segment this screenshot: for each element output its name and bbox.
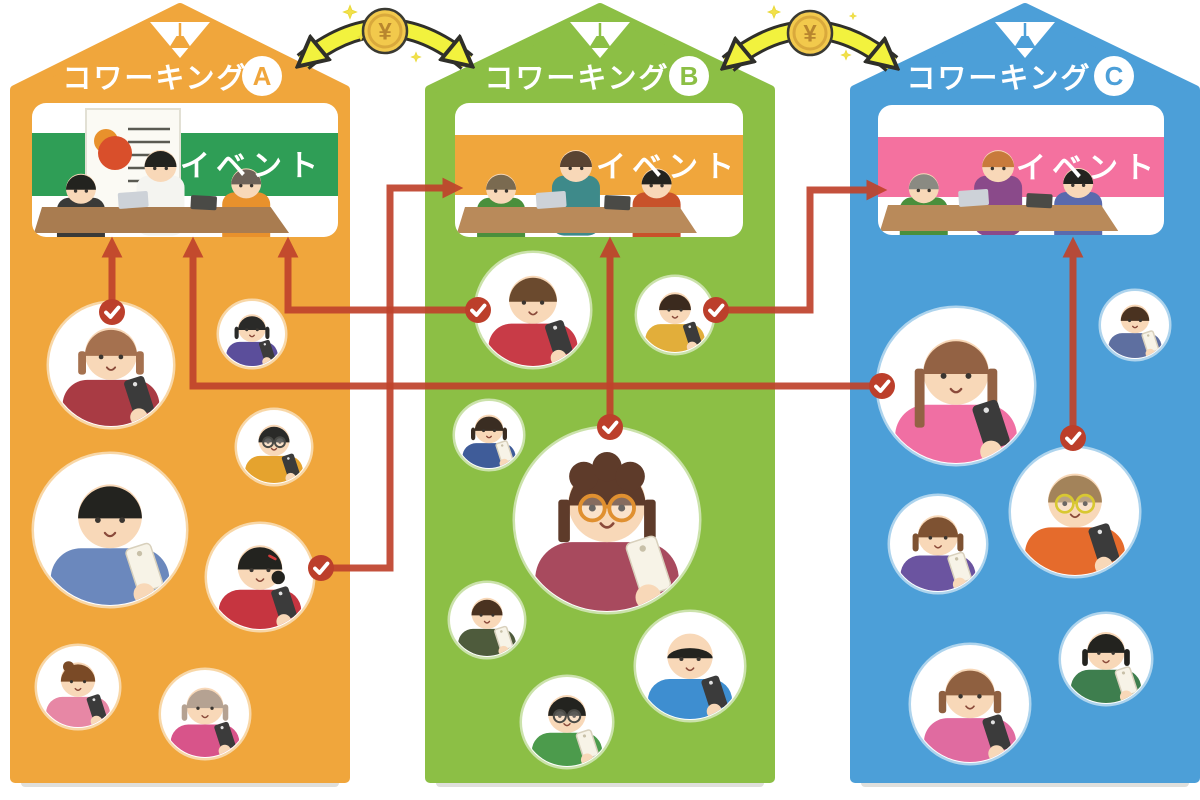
building-letter: C [1105, 61, 1124, 91]
sparkle-icon [410, 51, 422, 63]
member-a6 [34, 643, 122, 731]
registration-arrows [101, 177, 1084, 572]
member-a5 [204, 521, 316, 633]
check-icon [470, 303, 487, 317]
meeting-table [880, 205, 1119, 231]
member-a1 [46, 300, 176, 430]
money-transfer-a-b: ¥ [303, 4, 467, 70]
member-b1 [473, 250, 593, 370]
smartphone-icon [258, 339, 275, 362]
smartphone-icon [972, 399, 1010, 451]
smartphone-icon [494, 625, 514, 652]
yen-symbol: ¥ [803, 21, 817, 48]
roof-lamp-icon [150, 22, 210, 58]
yen-coin-icon: ¥ [786, 9, 834, 57]
tablet-icon [190, 195, 217, 211]
building-b: コワーキング B イベント [425, 3, 775, 787]
tablet-icon [1026, 193, 1053, 209]
member-b4 [512, 425, 702, 615]
building-letter: B [680, 61, 699, 91]
smartphone-icon [701, 675, 728, 711]
check-icon [708, 303, 725, 317]
check-badge [465, 297, 491, 323]
check-badge [869, 373, 895, 399]
roof-lamp-icon [570, 22, 630, 58]
building-title: コワーキング [906, 62, 1091, 95]
event-label: イベント [180, 150, 324, 183]
sparkle-icon [342, 4, 358, 20]
member-b6 [519, 674, 615, 770]
event-scene-illustration [457, 149, 697, 237]
member-c2 [1098, 288, 1172, 362]
check-icon [602, 420, 619, 434]
building-letter: A [253, 61, 272, 91]
laptop-icon [958, 189, 989, 207]
member-c6 [1058, 611, 1154, 707]
smartphone-icon [982, 714, 1011, 753]
glasses-icon [1054, 493, 1096, 514]
check-icon [313, 561, 330, 575]
glasses-icon [262, 436, 286, 449]
building-letter-badge [1094, 56, 1134, 96]
laptop-icon [117, 191, 149, 209]
meeting-table [457, 207, 697, 233]
member-b3 [452, 398, 526, 472]
conn-c1-event-a [182, 236, 870, 390]
smartphone-icon [271, 586, 297, 621]
event-label: イベント [596, 151, 740, 184]
event-scene-illustration [34, 108, 290, 237]
check-badge [1060, 425, 1086, 451]
building-letter-badge [669, 56, 709, 96]
member-c3 [1008, 445, 1142, 579]
event-scene-illustration [880, 150, 1119, 235]
member-c1 [875, 305, 1037, 467]
check-icon [874, 379, 891, 393]
event-label: イベント [1016, 152, 1160, 185]
check-badge [703, 297, 729, 323]
member-a4 [31, 451, 189, 609]
building-title: コワーキング [62, 62, 247, 95]
smartphone-icon [124, 376, 154, 416]
sparkle-icon [766, 4, 782, 20]
check-badge [597, 414, 623, 440]
member-c4 [887, 493, 989, 595]
member-a2 [216, 298, 288, 370]
check-icon [1065, 431, 1082, 445]
smartphone-icon [683, 321, 702, 347]
roof-lamp-icon [995, 22, 1055, 58]
event-card: イベント [878, 105, 1164, 235]
member-b7 [633, 609, 747, 723]
conn-b1-event-a [277, 236, 466, 314]
check-icon [104, 305, 121, 319]
event-card: イベント [455, 103, 743, 237]
check-badge [99, 299, 125, 325]
money-transfer-b-c: ¥ [728, 4, 892, 72]
tablet-icon [604, 195, 631, 211]
member-a7 [158, 667, 252, 761]
check-badge [308, 555, 334, 581]
event-card: イベント [32, 103, 338, 237]
smartphone-icon [545, 320, 573, 357]
building-title: コワーキング [484, 62, 669, 95]
smartphone-icon [1088, 523, 1120, 565]
yen-coin-icon: ¥ [361, 7, 409, 55]
smartphone-icon [86, 694, 107, 721]
conn-b2-event-c [728, 179, 888, 314]
member-a3 [234, 407, 314, 487]
sparkle-icon [840, 49, 852, 61]
member-c5 [908, 642, 1032, 766]
member-b5 [447, 580, 527, 660]
glasses-icon [552, 709, 582, 724]
member-b2 [634, 274, 716, 356]
laptop-icon [535, 191, 567, 209]
smartphone-icon [214, 721, 236, 751]
meeting-table [34, 207, 290, 233]
building-letter-badge [242, 56, 282, 96]
glasses-icon [578, 493, 636, 523]
sparkle-icon [848, 11, 858, 21]
conn-a5-event-b [333, 177, 464, 572]
yen-symbol: ¥ [378, 19, 392, 46]
smartphone-icon [281, 453, 300, 478]
